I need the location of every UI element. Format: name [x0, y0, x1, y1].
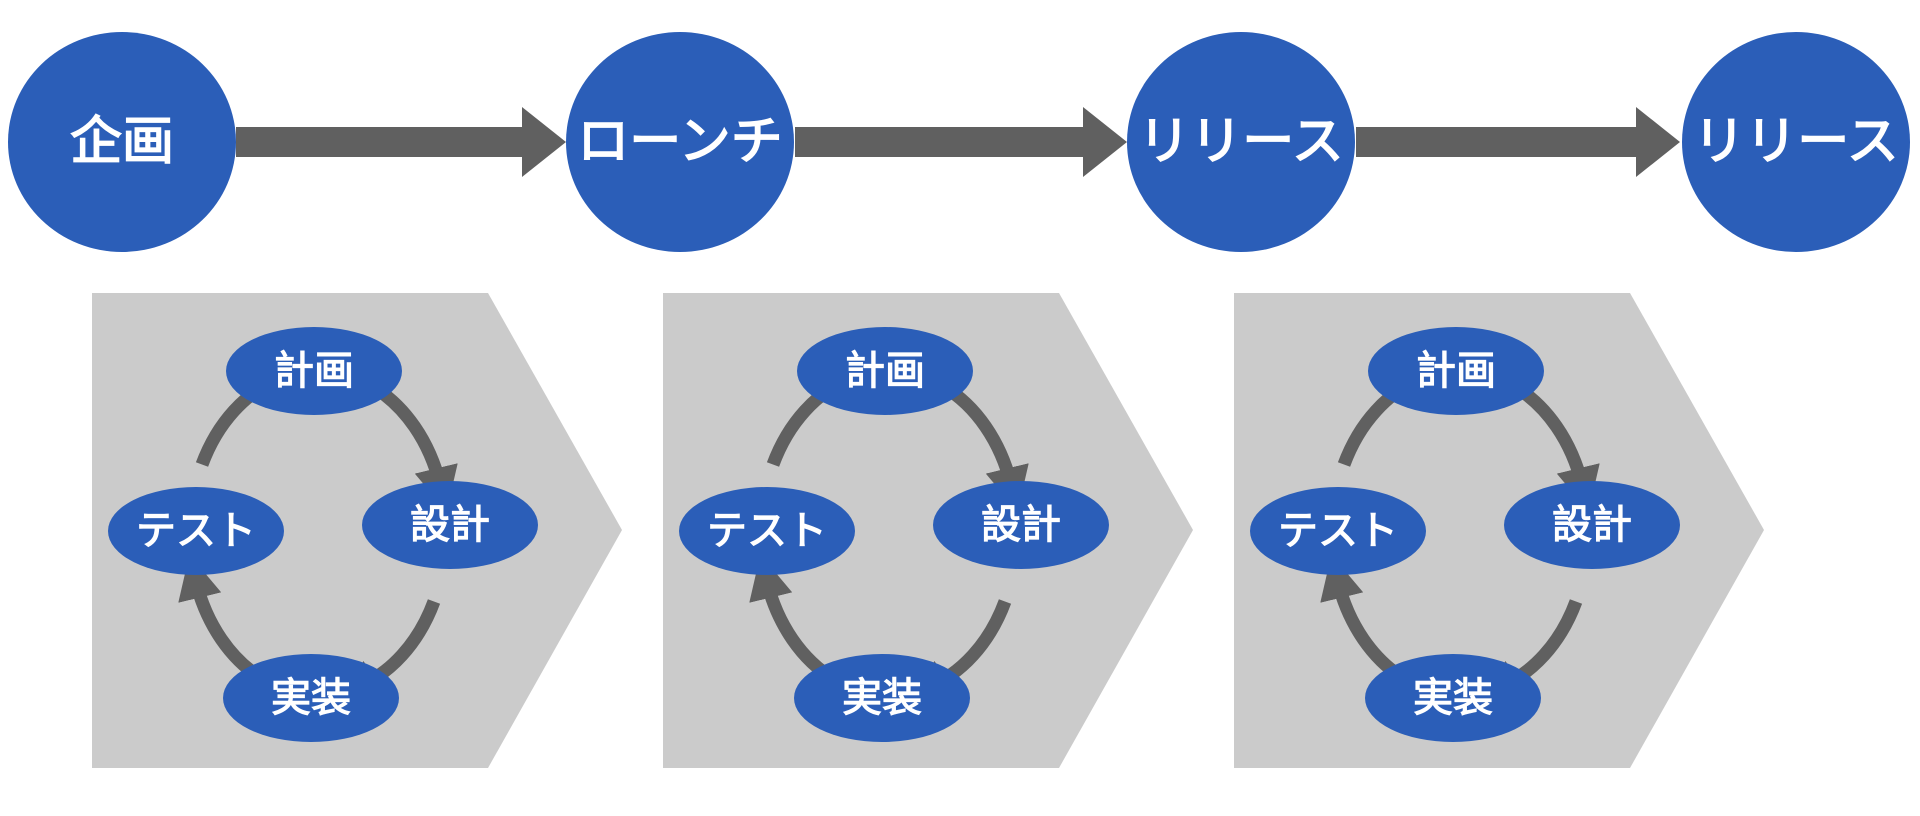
cycle-node-implement: 実装 [794, 654, 970, 742]
cycle-node-design-label: 設計 [981, 503, 1061, 547]
flow-arrow-3-head [1636, 107, 1680, 177]
cycle-node-plan-label: 計画 [845, 349, 925, 393]
flow-arrow-2-shaft [795, 127, 1083, 157]
stage-chevron-3: 計画 設計 実装 テスト [1234, 293, 1764, 768]
cycle-node-test: テスト [679, 487, 855, 575]
cycle-node-plan: 計画 [226, 327, 402, 415]
flow-step-launch: ローンチ [566, 32, 794, 252]
flow-step-release-2-label: リリース [1693, 113, 1899, 171]
cycle-node-design-label: 設計 [1552, 503, 1632, 547]
cycle-node-implement-label: 実装 [1413, 676, 1493, 720]
cycle-node-test-label: テスト [1278, 509, 1398, 553]
stage-chevron-2: 計画 設計 実装 テスト [663, 293, 1193, 768]
flow-step-release-1: リリース [1127, 32, 1355, 252]
cycle-node-plan-label: 計画 [1416, 349, 1496, 393]
flow-step-release-1-label: リリース [1138, 113, 1344, 171]
cycle-arrow-plan-to-design [939, 380, 1029, 512]
cycle-arrow-plan-to-design [368, 380, 458, 512]
flow-arrow-1 [236, 107, 566, 177]
cycle-arrow-plan-to-design [1510, 380, 1600, 512]
flow-arrow-1-shaft [236, 127, 522, 157]
cycle-node-plan-label: 計画 [274, 349, 354, 393]
cycle-node-design: 設計 [362, 481, 538, 569]
flow-step-release-2: リリース [1682, 32, 1910, 252]
cycle-node-design: 設計 [1504, 481, 1680, 569]
cycle-node-plan: 計画 [1368, 327, 1544, 415]
stage-chevron-1: 計画 設計 実装 テスト [92, 293, 622, 768]
flow-step-planning-label: 企画 [69, 113, 174, 171]
cycle-node-test-label: テスト [136, 509, 256, 553]
cycle-node-implement-label: 実装 [842, 676, 922, 720]
cycle-node-test-label: テスト [707, 509, 827, 553]
cycle-node-implement: 実装 [223, 654, 399, 742]
cycle-node-design-label: 設計 [410, 503, 490, 547]
cycle-node-test: テスト [108, 487, 284, 575]
flow-arrow-1-head [522, 107, 566, 177]
cycle-node-design: 設計 [933, 481, 1109, 569]
flow-arrow-2-head [1083, 107, 1127, 177]
cycle-node-implement: 実装 [1365, 654, 1541, 742]
flow-step-planning: 企画 [8, 32, 236, 252]
cycle-node-plan: 計画 [797, 327, 973, 415]
flow-step-launch-label: ローンチ [577, 113, 783, 171]
cycle-node-test: テスト [1250, 487, 1426, 575]
flow-arrow-3-shaft [1356, 127, 1636, 157]
cycle-node-implement-label: 実装 [271, 676, 351, 720]
flow-arrow-2 [795, 107, 1127, 177]
flow-arrow-3 [1356, 107, 1680, 177]
